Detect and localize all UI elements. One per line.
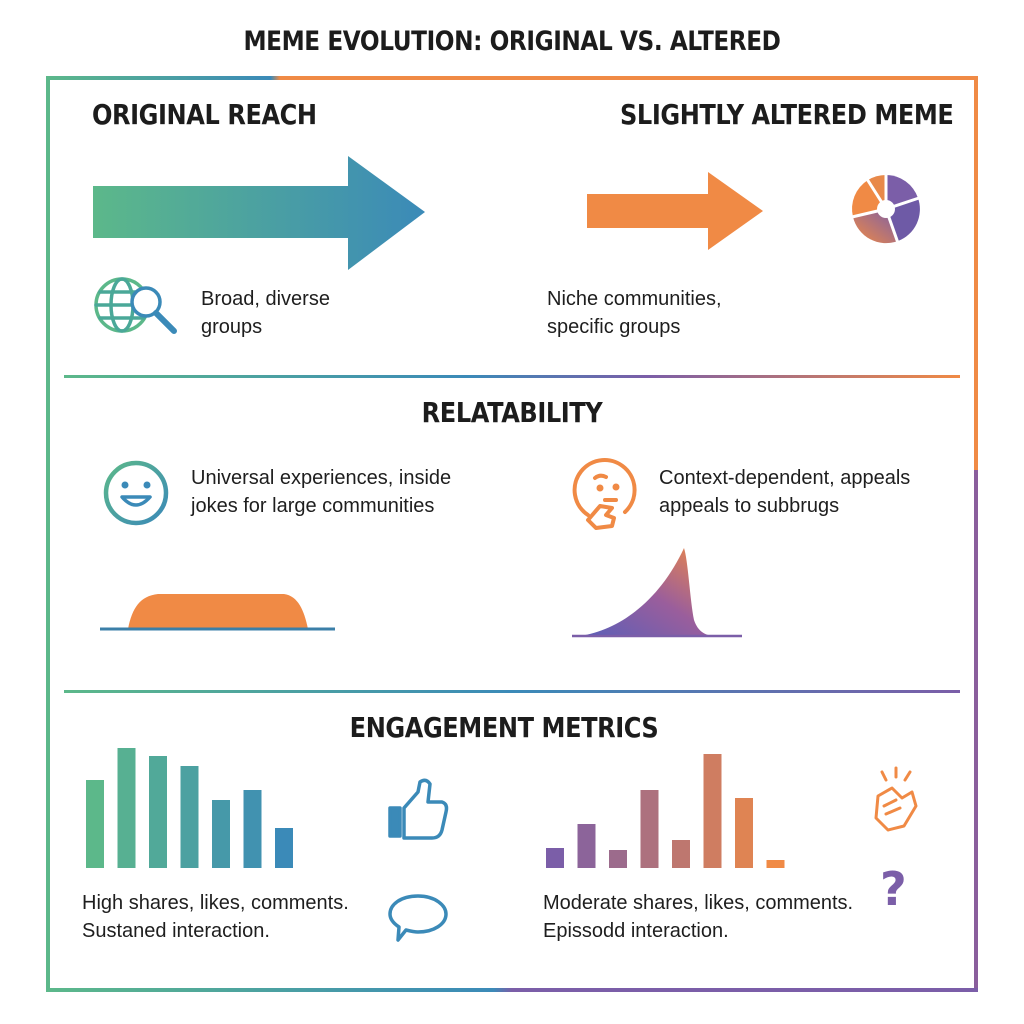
bar (86, 780, 104, 868)
bar (609, 850, 627, 868)
question-mark-icon: ? (880, 862, 907, 916)
altered-reach-arrow (587, 172, 763, 250)
bar (766, 860, 785, 868)
bar (577, 824, 596, 868)
page-title: MEME EVOLUTION: ORIGINAL VS. ALTERED (243, 26, 781, 57)
bar (672, 840, 690, 868)
original-reach-arrow (93, 156, 425, 270)
bar (180, 766, 199, 868)
bar (117, 748, 136, 868)
bar (149, 756, 167, 868)
original-reach-heading: ORIGINAL REACH (92, 98, 317, 131)
bar (735, 798, 753, 868)
altered-engagement-description: Moderate shares, likes, comments. Episso… (543, 892, 854, 942)
bar (212, 800, 230, 868)
original-engagement-description: High shares, likes, comments. Sustaned i… (82, 892, 349, 942)
altered-reach-description: Niche communities, specific groups (547, 288, 722, 338)
altered-meme-heading: SLIGHTLY ALTERED MEME (620, 98, 954, 131)
broad-distribution-curve (128, 594, 308, 629)
bar (243, 790, 262, 868)
original-relatability-description: Universal experiences, inside jokes for … (191, 467, 452, 517)
bar (703, 754, 722, 868)
bar (275, 828, 293, 868)
bar (546, 848, 564, 868)
bar (640, 790, 659, 868)
narrow-distribution-curve (580, 548, 716, 636)
relatability-heading: RELATABILITY (421, 396, 603, 429)
engagement-heading: ENGAGEMENT METRICS (349, 711, 659, 744)
original-reach-description: Broad, diverse groups (201, 288, 330, 338)
altered-relatability-description: Context-dependent, appeals appeals to su… (659, 467, 911, 517)
